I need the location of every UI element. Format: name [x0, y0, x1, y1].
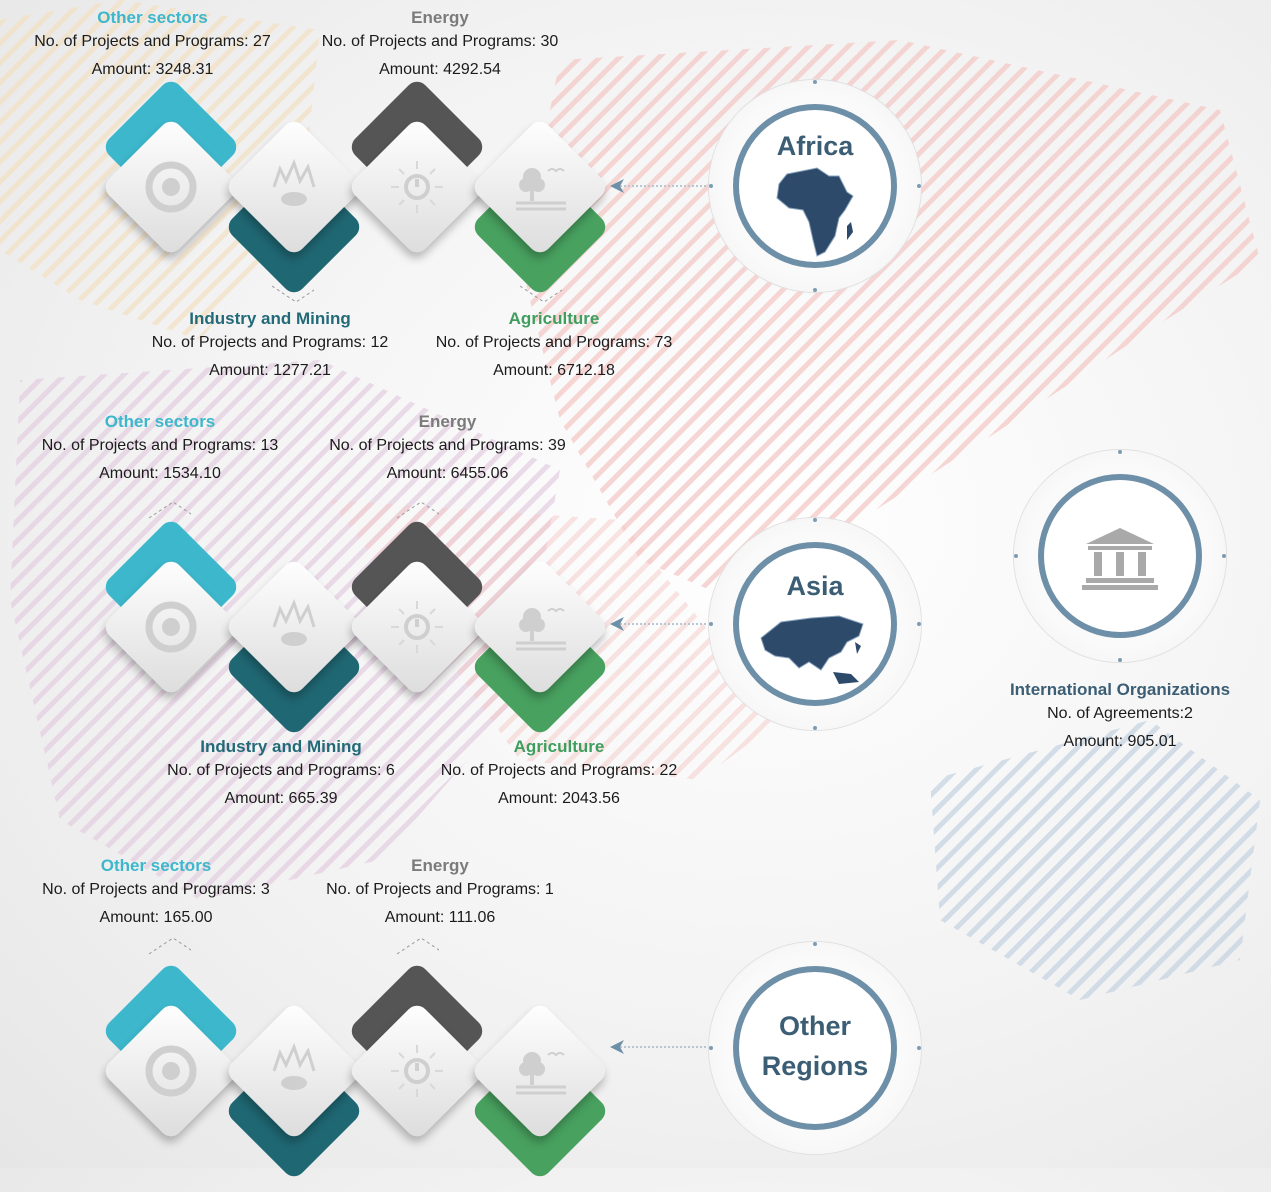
tile-energy[interactable] — [346, 76, 488, 258]
dashed-connector — [148, 937, 191, 955]
sector-title: Agriculture — [513, 737, 605, 756]
dashed-connector — [396, 937, 439, 955]
projects-count: No. of Projects and Programs: 6 — [167, 762, 395, 779]
recycle-arrows-icon — [145, 1045, 197, 1097]
label-africa-other: Other sectors No. of Projects and Progra… — [10, 8, 295, 84]
power-sun-icon — [391, 161, 443, 213]
projects-count: No. of Projects and Programs: 30 — [321, 33, 559, 50]
sector-title: Energy — [411, 8, 469, 27]
tree-birds-icon — [516, 608, 566, 651]
sector-title: Industry and Mining — [200, 737, 362, 756]
international-organizations-label: International Organizations No. of Agree… — [980, 680, 1260, 756]
tree-birds-icon — [516, 1052, 566, 1095]
connector-arrow — [610, 1040, 708, 1054]
tile-other-sectors[interactable] — [100, 516, 242, 698]
label-asia-industry: Industry and Mining No. of Projects and … — [150, 737, 412, 813]
international-organizations[interactable] — [1014, 450, 1226, 662]
agreements-count: No. of Agreements:2 — [1047, 705, 1193, 722]
label-asia-energy: Energy No. of Projects and Programs: 39 … — [310, 412, 585, 488]
amount-value: Amount: 4292.54 — [379, 61, 501, 78]
region-name-line2: Regions — [761, 1051, 869, 1081]
tile-agriculture[interactable] — [469, 116, 611, 298]
sector-title: Industry and Mining — [189, 309, 351, 328]
tile-agriculture[interactable] — [469, 556, 611, 738]
projects-count: No. of Projects and Programs: 12 — [151, 334, 389, 351]
tile-energy[interactable] — [346, 960, 488, 1142]
region-name-line1: Other — [778, 1011, 851, 1041]
amount-value: Amount: 111.06 — [384, 909, 496, 926]
amount-value: Amount: 665.39 — [224, 790, 338, 807]
sector-title: Agriculture — [508, 309, 600, 328]
projects-count: No. of Projects and Programs: 3 — [42, 881, 270, 898]
dashed-connector — [148, 501, 191, 519]
sector-row-asia — [0, 501, 700, 748]
connector-arrow — [610, 179, 708, 193]
tile-industry-mining[interactable] — [223, 116, 365, 298]
projects-count: No. of Projects and Programs: 39 — [329, 437, 566, 454]
amount-value: Amount: 6712.18 — [493, 362, 615, 379]
projects-count: No. of Projects and Programs: 22 — [440, 762, 678, 779]
region-other-regions[interactable]: Other Regions — [709, 942, 921, 1154]
tile-agriculture[interactable] — [469, 1000, 611, 1182]
connector-arrow — [610, 617, 708, 631]
projects-count: No. of Projects and Programs: 13 — [41, 437, 279, 454]
africa-map-icon — [776, 167, 854, 257]
label-africa-industry: Industry and Mining No. of Projects and … — [140, 309, 400, 385]
mining-explosion-icon — [272, 1042, 316, 1090]
bank-building-icon — [1082, 528, 1158, 590]
region-ring — [733, 966, 897, 1130]
power-sun-icon — [391, 1045, 443, 1097]
region-africa[interactable]: Africa — [709, 80, 921, 292]
projects-count: No. of Projects and Programs: 1 — [326, 881, 554, 898]
tile-industry-mining[interactable] — [223, 556, 365, 738]
sector-title: Other sectors — [104, 412, 216, 431]
amount-value: Amount: 2043.56 — [498, 790, 620, 807]
amount-value: Amount: 3248.31 — [91, 61, 214, 78]
region-name: Africa — [776, 131, 854, 161]
tile-energy[interactable] — [346, 516, 488, 698]
sector-row-africa — [0, 68, 700, 308]
mining-explosion-icon — [272, 598, 316, 646]
asia-map-icon — [760, 615, 864, 684]
amount-value: Amount: 6455.06 — [386, 465, 509, 482]
label-africa-energy: Energy No. of Projects and Programs: 30 … — [300, 8, 580, 84]
recycle-arrows-icon — [145, 161, 197, 213]
amount-value: Amount: 905.01 — [1063, 733, 1177, 750]
tile-other-sectors[interactable] — [100, 76, 242, 258]
sector-title: Energy — [411, 856, 469, 875]
tile-industry-mining[interactable] — [223, 1000, 365, 1182]
label-asia-agriculture: Agriculture No. of Projects and Programs… — [425, 737, 693, 813]
label-africa-agriculture: Agriculture No. of Projects and Programs… — [420, 309, 688, 385]
sector-title: Other sectors — [97, 8, 208, 27]
label-asia-other: Other sectors No. of Projects and Progra… — [25, 412, 295, 488]
label-other-regions-other: Other sectors No. of Projects and Progra… — [25, 856, 287, 932]
projects-count: No. of Projects and Programs: 27 — [34, 33, 271, 50]
tile-other-sectors[interactable] — [100, 960, 242, 1142]
amount-value: Amount: 1534.10 — [99, 465, 221, 482]
sector-row-other-regions — [0, 937, 700, 1192]
sector-title: Energy — [418, 412, 477, 431]
mining-explosion-icon — [272, 158, 316, 206]
dashed-connector — [396, 501, 439, 519]
sector-title: Other sectors — [100, 856, 212, 875]
power-sun-icon — [391, 601, 443, 653]
region-name: Asia — [786, 571, 844, 601]
label-other-regions-energy: Energy No. of Projects and Programs: 1 A… — [305, 856, 575, 932]
region-asia[interactable]: Asia — [709, 518, 921, 730]
amount-value: Amount: 165.00 — [99, 909, 213, 926]
recycle-arrows-icon — [145, 601, 197, 653]
amount-value: Amount: 1277.21 — [209, 362, 331, 379]
projects-count: No. of Projects and Programs: 73 — [435, 334, 673, 351]
tree-birds-icon — [516, 168, 566, 211]
international-title: International Organizations — [1009, 680, 1231, 699]
